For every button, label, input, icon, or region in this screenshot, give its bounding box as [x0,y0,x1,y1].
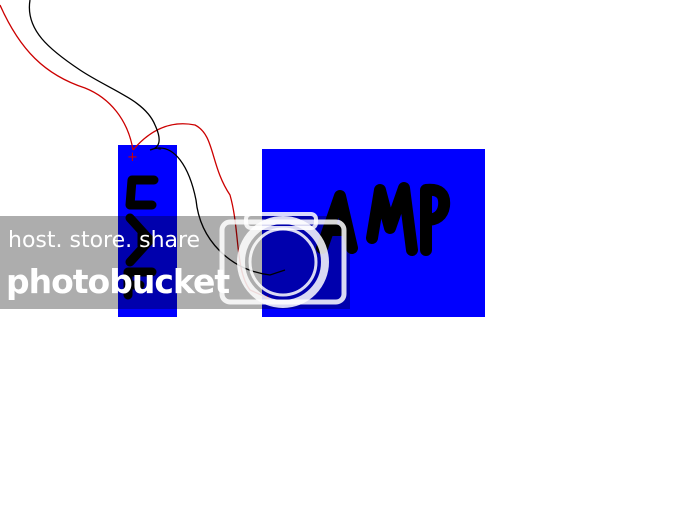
watermark-tagline: host. store. share [8,228,201,253]
terminal-mark-plus-cap: + [127,150,138,165]
camera-lens-icon [219,212,347,308]
small-box-label [123,175,159,300]
watermark-brand: photobucket [6,262,230,301]
terminal-mark-minus-cap: - [158,144,162,155]
negative-wire [28,0,286,276]
